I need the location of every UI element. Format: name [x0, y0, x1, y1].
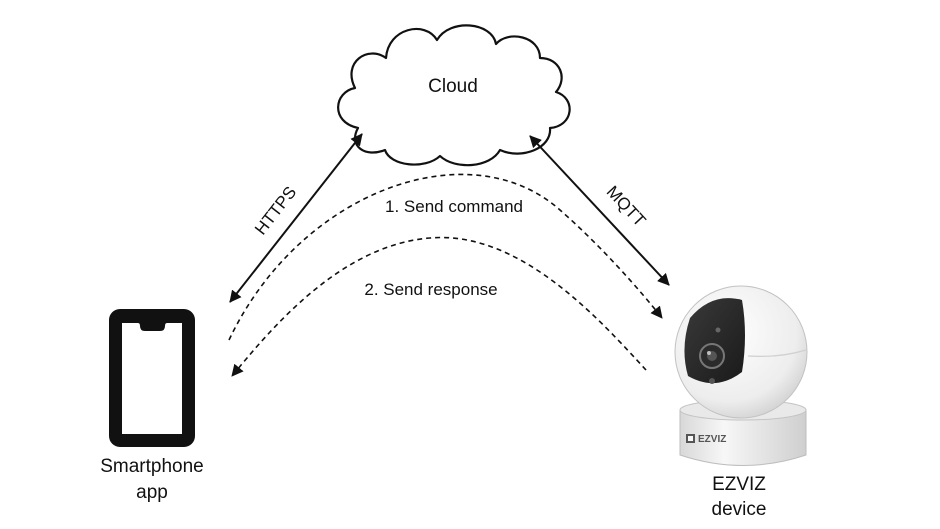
send-command-label: 1. Send command: [385, 197, 523, 216]
send-response-path: [231, 236, 647, 377]
device-label-line2: device: [712, 499, 767, 520]
cloud-icon: Cloud: [337, 24, 571, 167]
security-camera-icon: EZVIZ: [674, 285, 808, 466]
cloud-label: Cloud: [428, 76, 478, 97]
mqtt-arrow: [529, 135, 670, 286]
https-arrow: [229, 133, 363, 303]
send-command-path: [228, 173, 663, 341]
smartphone-icon: [109, 309, 195, 447]
ezviz-logo: EZVIZ: [686, 434, 726, 445]
ezviz-brand-text: EZVIZ: [698, 434, 726, 445]
smartphone-label-line2: app: [136, 482, 168, 503]
device-label-line1: EZVIZ: [712, 474, 766, 495]
mqtt-label: MQTT: [603, 182, 650, 230]
https-label: HTTPS: [251, 183, 300, 239]
smartphone-label-line1: Smartphone: [100, 456, 204, 477]
send-response-label: 2. Send response: [364, 280, 497, 299]
